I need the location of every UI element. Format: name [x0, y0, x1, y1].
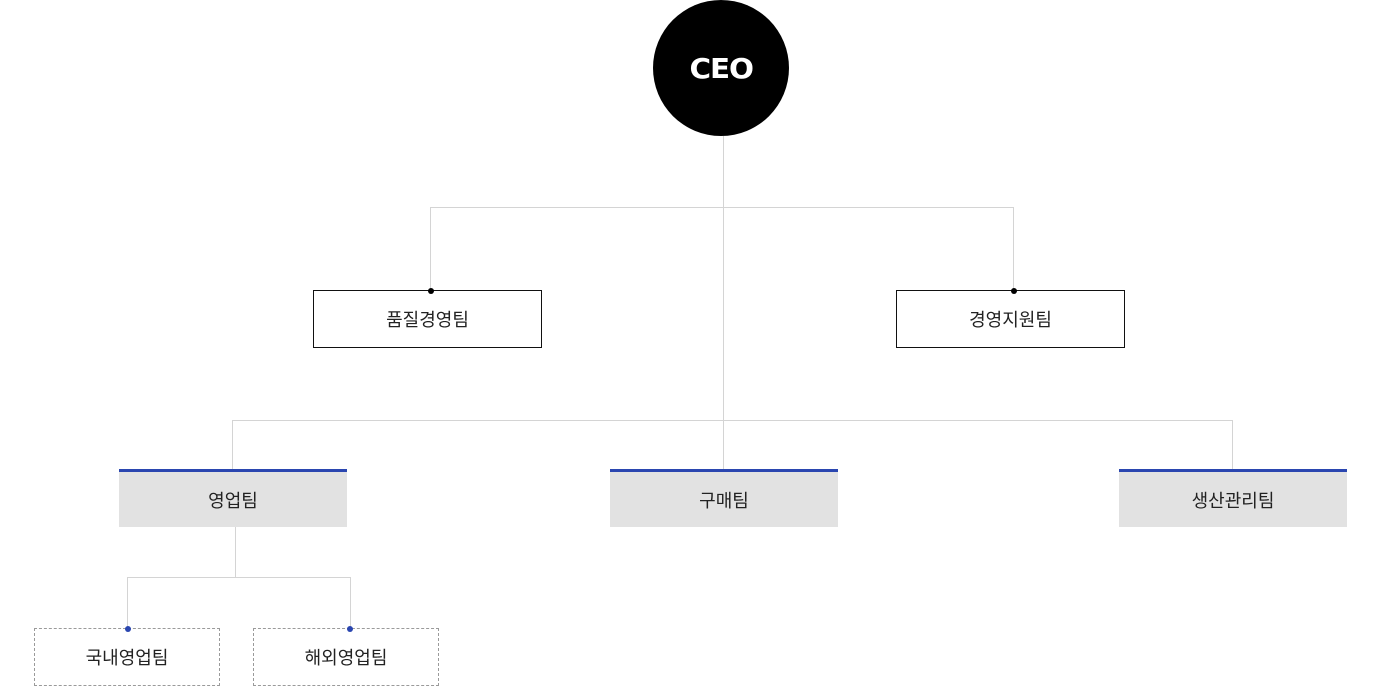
domestic-sales-team-label: 국내영업팀 [85, 648, 169, 669]
connector-sales-down [235, 527, 236, 578]
production-management-team-label: 생산관리팀 [1191, 490, 1275, 512]
sales-team-box: 영업팀 [119, 469, 347, 527]
quality-management-team-box: 품질경영팀 [313, 290, 542, 348]
quality-team-connector-dot [428, 288, 434, 294]
connector-overseas-drop [350, 577, 351, 628]
purchasing-team-label: 구매팀 [699, 490, 749, 512]
purchasing-team-box: 구매팀 [610, 469, 838, 527]
connector-domestic-drop [127, 577, 128, 628]
sales-team-label: 영업팀 [208, 490, 258, 512]
connector-level1-horizontal [430, 207, 1014, 208]
production-management-team-box: 생산관리팀 [1119, 469, 1347, 527]
management-support-team-box: 경영지원팀 [896, 290, 1125, 348]
connector-ceo-trunk [723, 136, 724, 470]
connector-quality-drop [430, 207, 431, 291]
domestic-sales-team-box: 국내영업팀 [34, 628, 220, 686]
connector-level3-horizontal [127, 577, 351, 578]
quality-management-team-label: 품질경영팀 [386, 310, 469, 331]
overseas-sales-team-box: 해외영업팀 [253, 628, 439, 686]
overseas-sales-team-label: 해외영업팀 [304, 648, 388, 669]
ceo-node: CEO [653, 0, 789, 136]
ceo-label: CEO [689, 51, 754, 85]
connector-support-drop [1013, 207, 1014, 291]
management-support-team-label: 경영지원팀 [969, 310, 1052, 331]
overseas-team-connector-dot [347, 626, 353, 632]
connector-production-drop [1232, 420, 1233, 470]
domestic-team-connector-dot [125, 626, 131, 632]
connector-sales-drop [232, 420, 233, 470]
support-team-connector-dot [1011, 288, 1017, 294]
connector-level2-horizontal [232, 420, 1233, 421]
